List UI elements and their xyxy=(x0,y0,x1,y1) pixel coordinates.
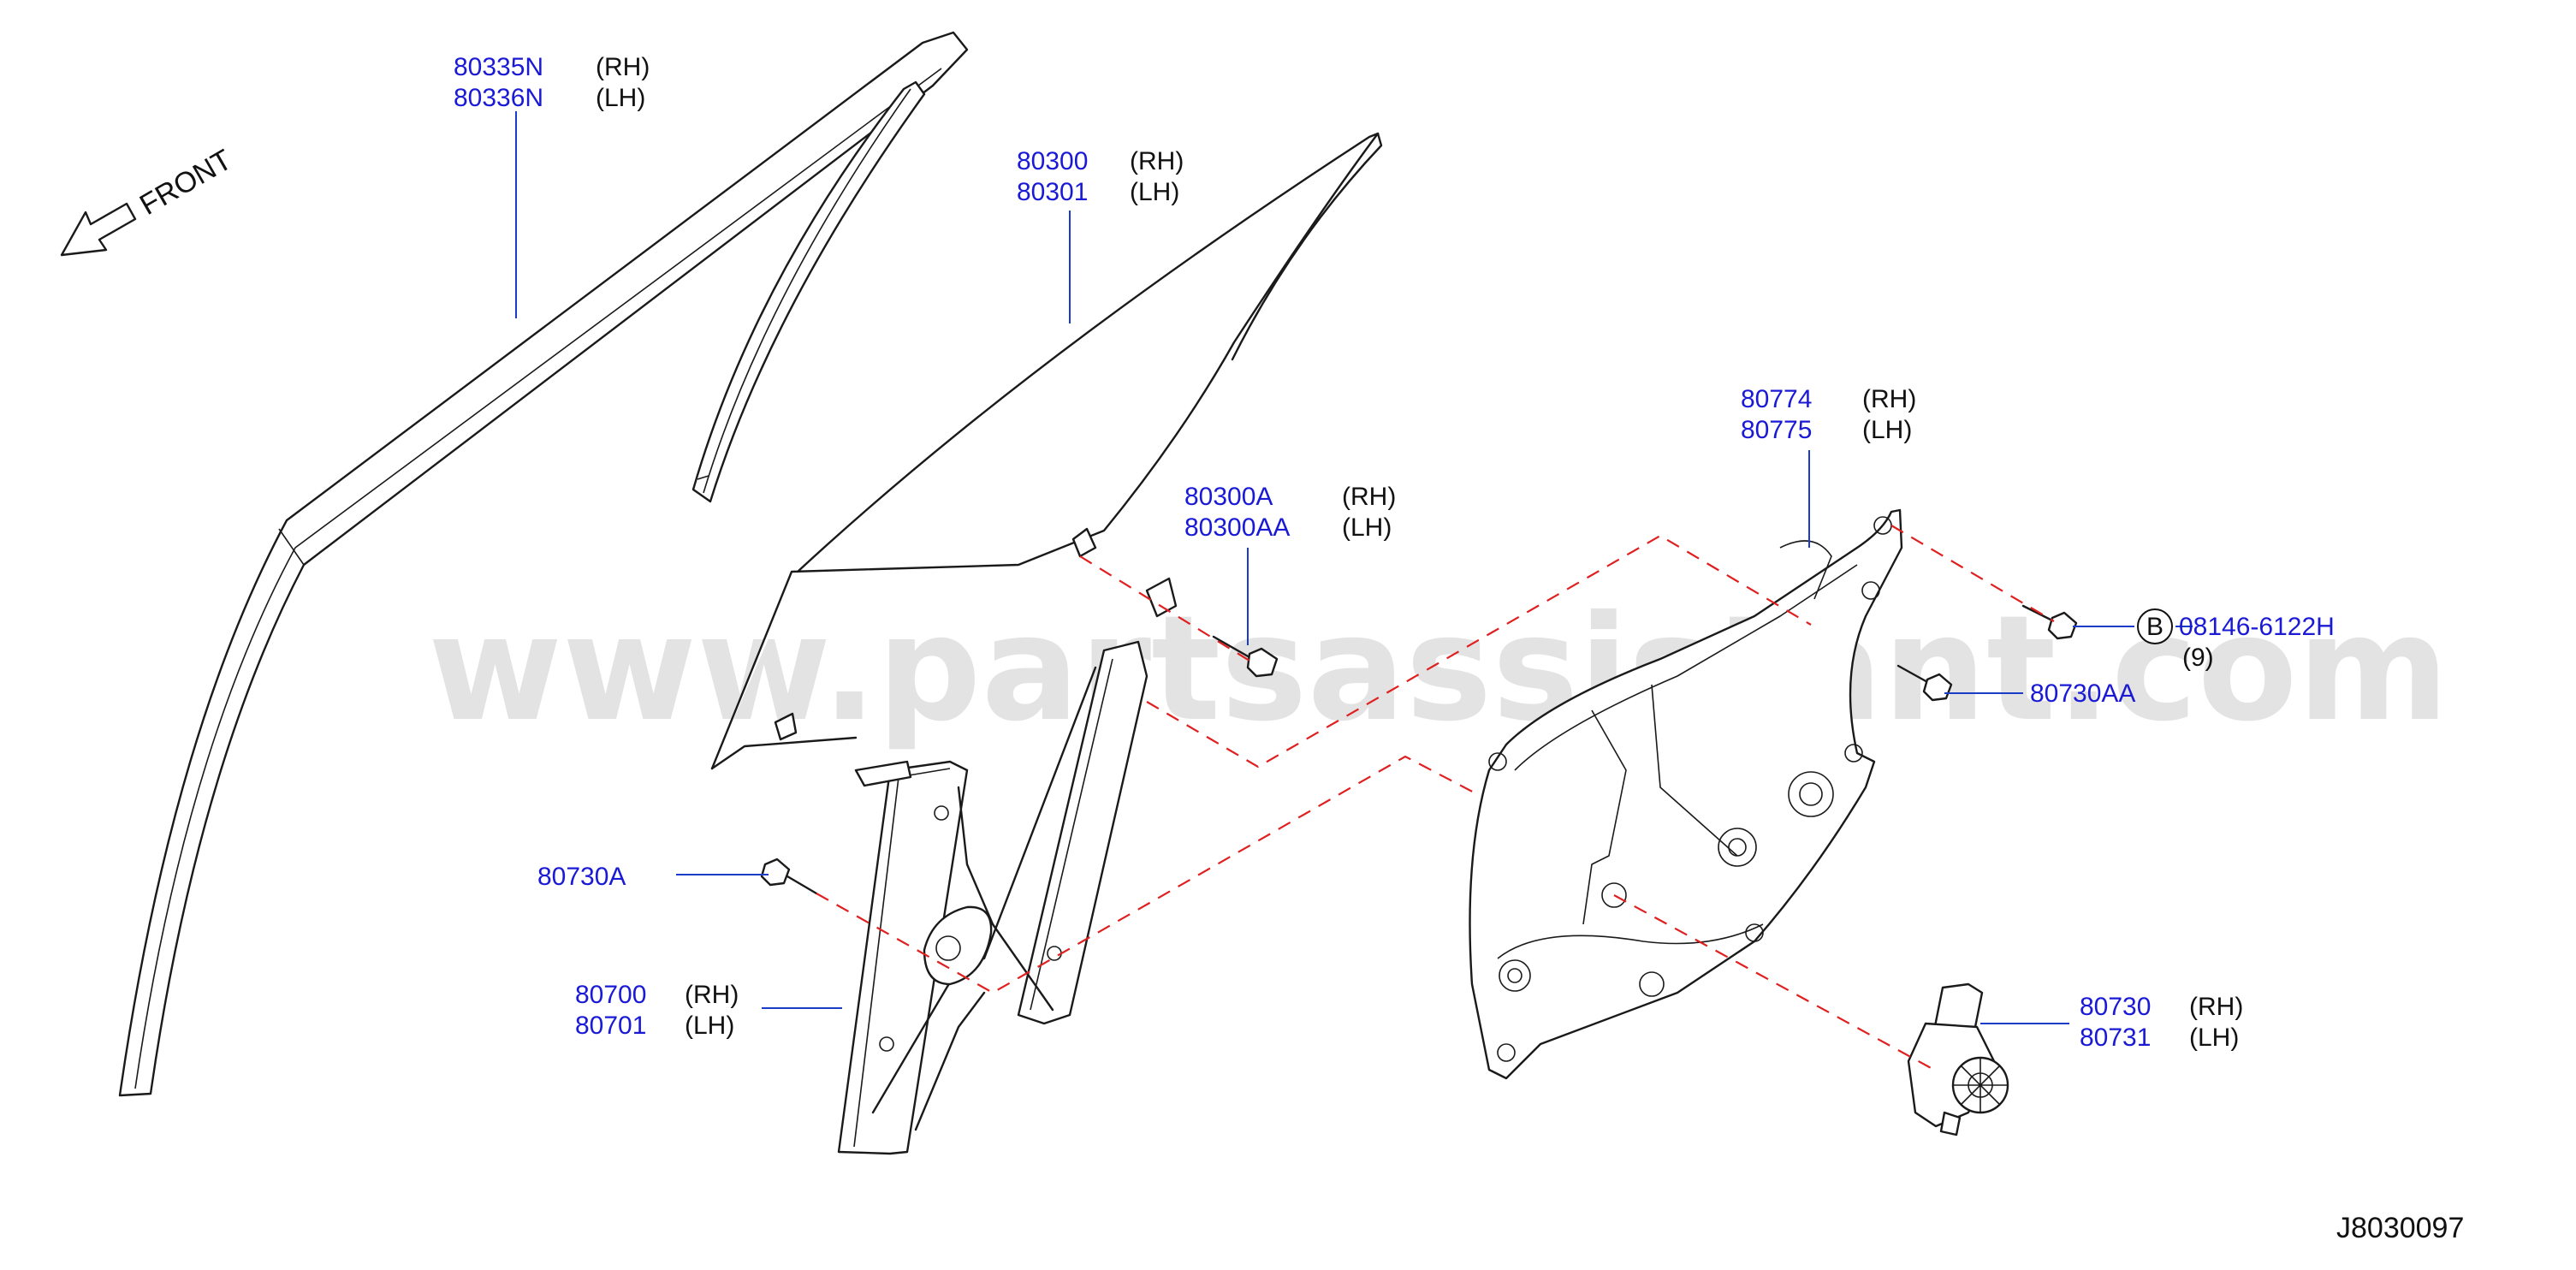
callout-bolt-panel: 80730AA xyxy=(2030,680,2135,708)
part-number-80300AA: 80300AA xyxy=(1184,513,1290,542)
callout-bolt-regulator: 80730A xyxy=(537,863,626,891)
bolt-glass xyxy=(1212,635,1279,678)
side-rh: (RH) xyxy=(1130,147,1184,175)
marker-b: B xyxy=(2146,613,2163,641)
door-sash xyxy=(118,31,969,1097)
part-number-80700: 80700 xyxy=(575,981,646,1009)
front-label: FRONT xyxy=(134,143,237,221)
watermark: www.partsassistant.com xyxy=(428,585,2449,754)
side-lh: (LH) xyxy=(685,1012,734,1040)
side-lh: (LH) xyxy=(2189,1024,2239,1052)
part-number-80730A: 80730A xyxy=(537,863,626,891)
side-lh: (LH) xyxy=(596,84,645,112)
callout-glass: 80300 (RH) 80301 (LH) xyxy=(1017,147,1184,206)
part-number-80730: 80730 xyxy=(2080,993,2151,1021)
callout-regulator: 80700 (RH) 80701 (LH) xyxy=(575,981,739,1040)
quantity: (9) xyxy=(2182,644,2214,672)
bolt-regulator xyxy=(760,858,818,895)
callout-panel: 80774 (RH) 80775 (LH) xyxy=(1741,385,1916,444)
callout-bolt-glass: 80300A (RH) 80300AA (LH) xyxy=(1184,483,1396,542)
front-arrow: FRONT xyxy=(60,143,237,257)
leader-lines xyxy=(515,111,2193,1024)
part-number-80300: 80300 xyxy=(1017,147,1088,175)
part-number-80775: 80775 xyxy=(1741,416,1812,444)
part-number-80774: 80774 xyxy=(1741,385,1812,413)
side-lh: (LH) xyxy=(1130,178,1179,206)
part-number-80300A: 80300A xyxy=(1184,483,1273,511)
callout-sash: 80335N (RH) 80336N (LH) xyxy=(454,53,650,112)
side-lh: (LH) xyxy=(1342,513,1392,542)
side-rh: (RH) xyxy=(1342,483,1396,511)
part-number-80701: 80701 xyxy=(575,1012,646,1040)
side-rh: (RH) xyxy=(685,981,739,1009)
side-rh: (RH) xyxy=(2189,993,2243,1021)
part-number-80301: 80301 xyxy=(1017,178,1088,206)
part-number-80730AA: 80730AA xyxy=(2030,680,2135,708)
side-rh: (RH) xyxy=(1862,385,1916,413)
part-number-80731: 80731 xyxy=(2080,1024,2151,1052)
bolt-b xyxy=(2021,604,2078,640)
side-rh: (RH) xyxy=(596,53,650,81)
door-glass xyxy=(710,132,1383,770)
marker-circle xyxy=(2137,608,2173,644)
diagram-code: J8030097 xyxy=(2336,1212,2464,1244)
side-lh: (LH) xyxy=(1862,416,1912,444)
callout-bolt-b: B 08146-6122H (9) xyxy=(2137,608,2335,672)
assembly-lines xyxy=(816,525,2055,1071)
part-number-80335N: 80335N xyxy=(454,53,543,81)
part-number-08146-6122H: 08146-6122H xyxy=(2179,613,2335,641)
part-number-80336N: 80336N xyxy=(454,84,543,112)
window-motor xyxy=(1907,982,2009,1136)
window-regulator xyxy=(837,577,1178,1155)
callout-motor: 80730 (RH) 80731 (LH) xyxy=(2080,993,2243,1052)
door-panel xyxy=(1469,508,1903,1080)
